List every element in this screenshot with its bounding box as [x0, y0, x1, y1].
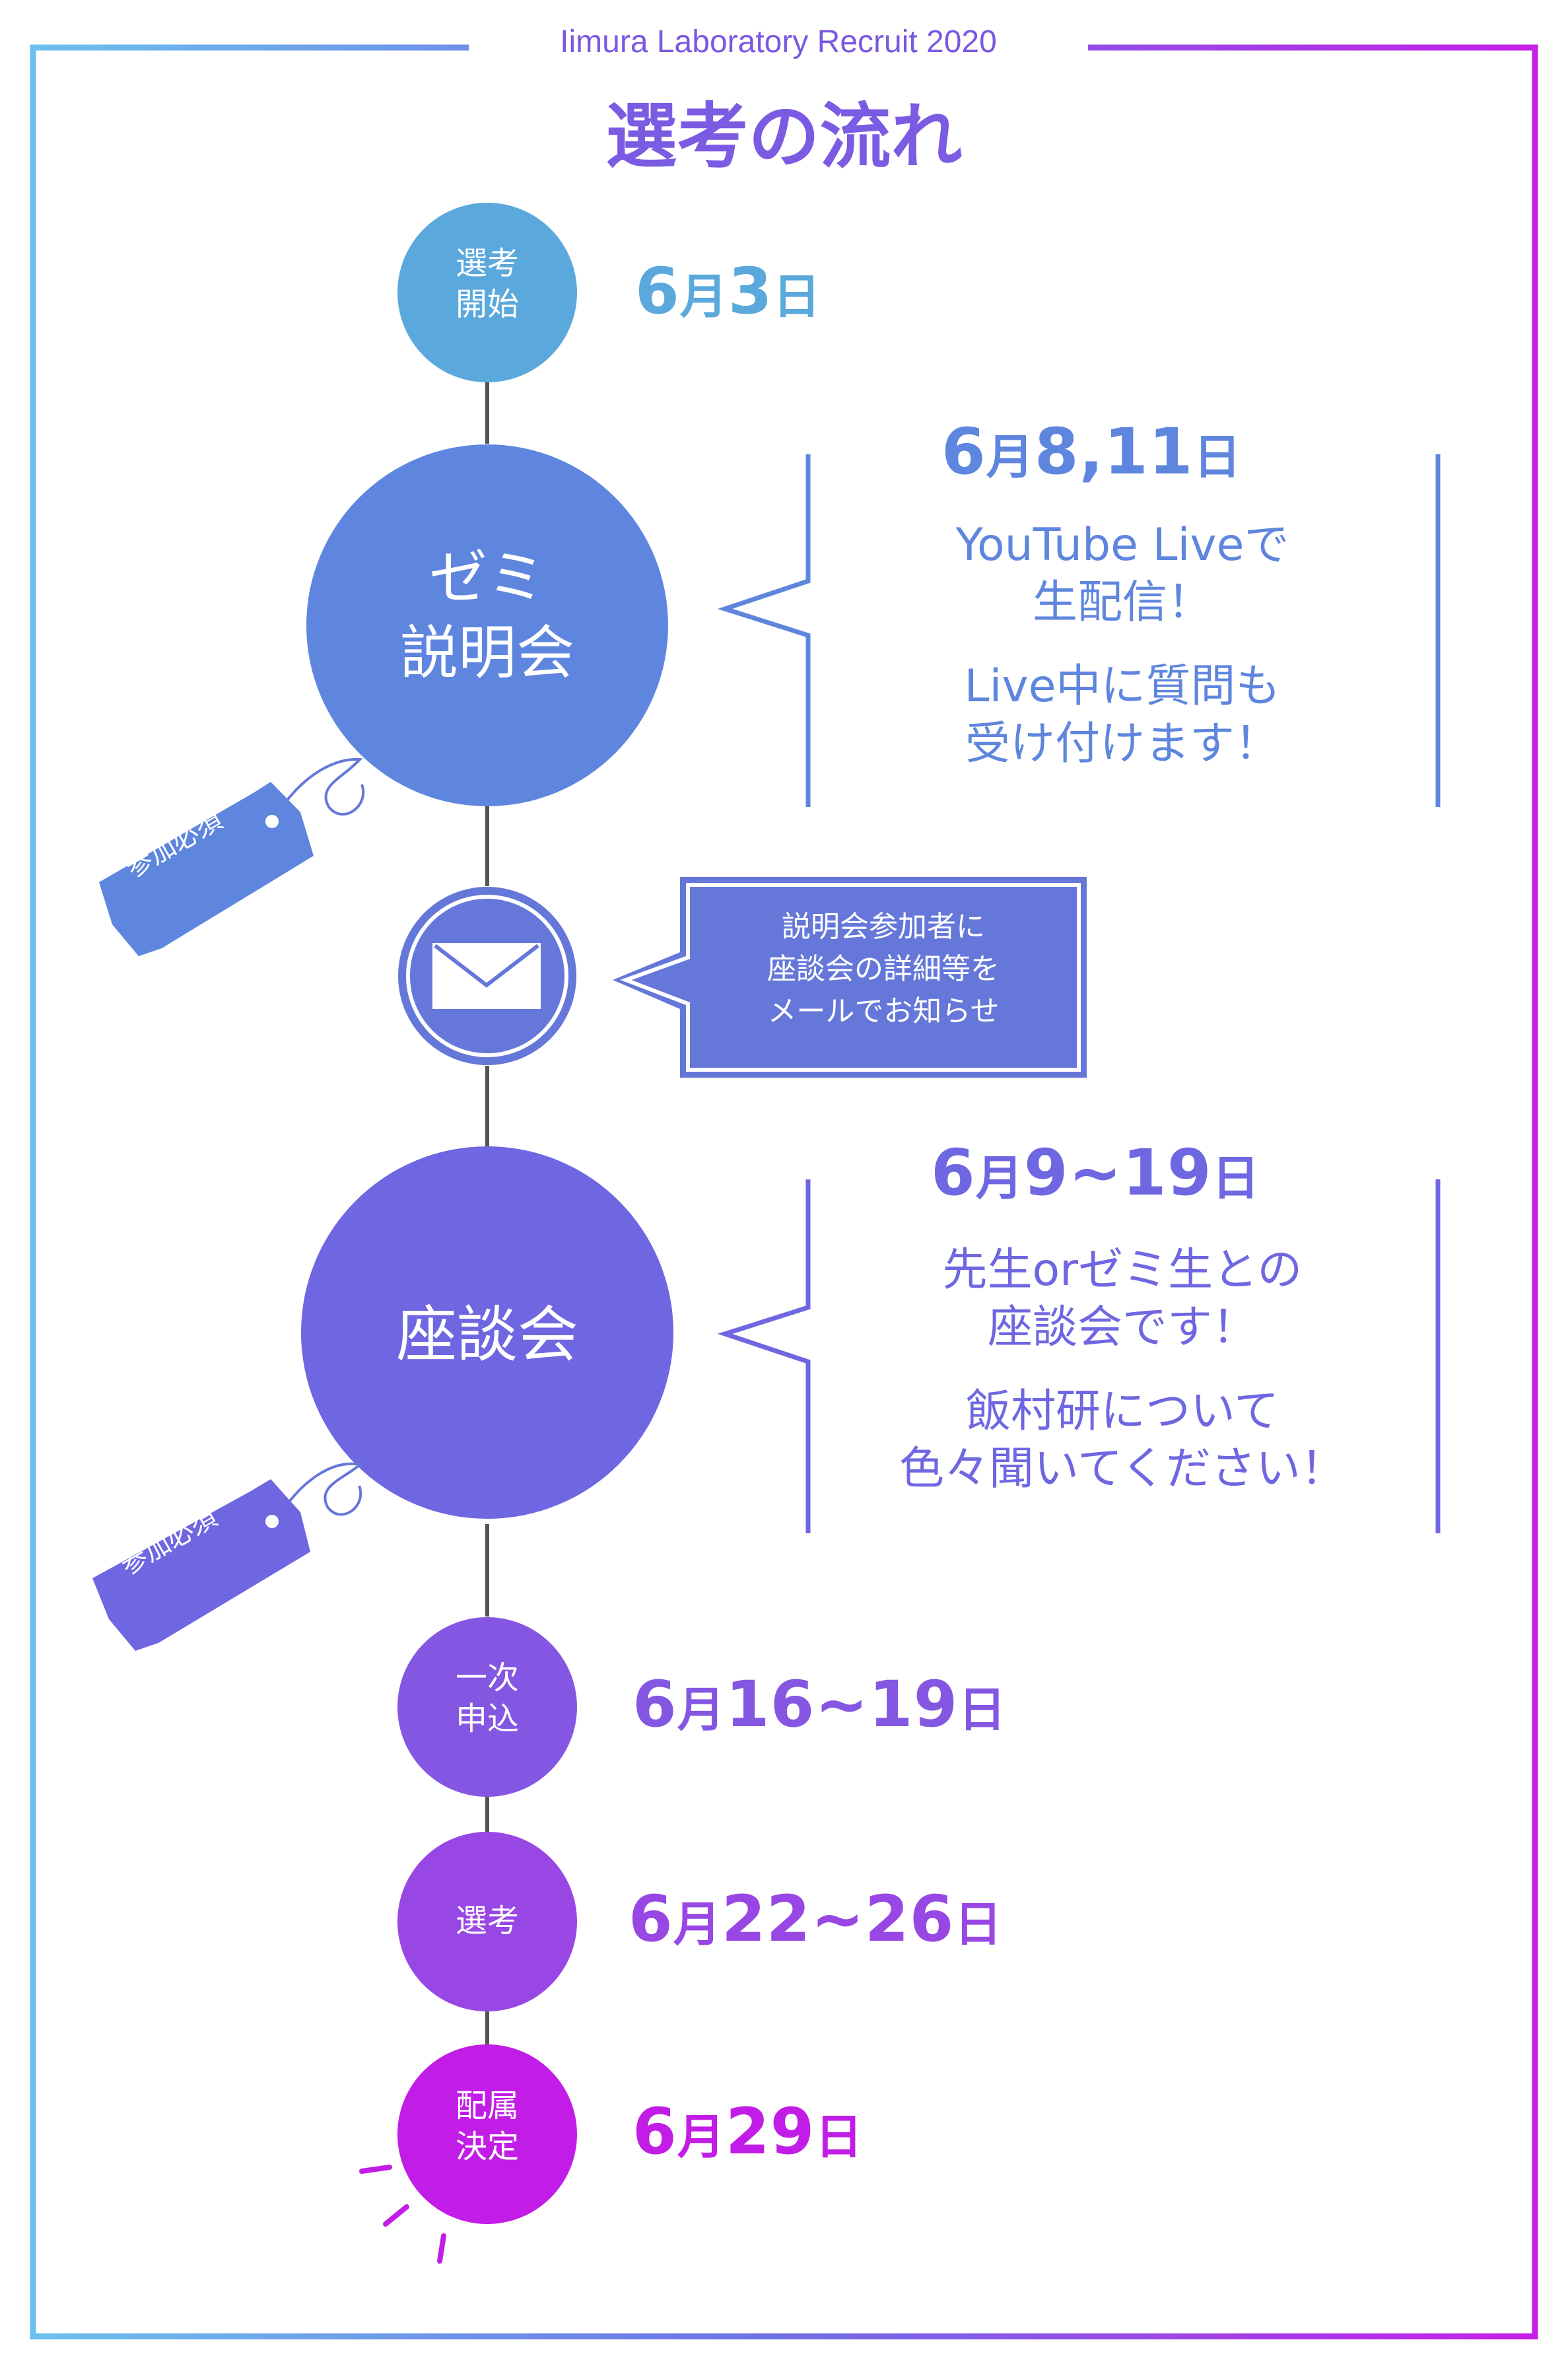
date-apply: 6月16~19日 [632, 1667, 1007, 1741]
date-assignment: 6月29日 [632, 2095, 864, 2169]
page-title: 選考の流れ [605, 96, 963, 178]
date-start: 6月3日 [635, 254, 821, 328]
date-selection: 6月22~26日 [629, 1882, 1003, 1956]
mail-callout-box [613, 877, 1087, 1078]
date-roundtable: 6月9~19日 [931, 1136, 1260, 1210]
step-label-start: 選考開始 [455, 245, 519, 324]
step-circle-assignment [397, 2044, 577, 2224]
desc-roundtable: 先生orゼミ生との 座談会です！ 飯村研について 色々聞いてください！ [899, 1244, 1346, 1496]
required-tag-roundtable [92, 1462, 363, 1651]
briefing-bracket [717, 454, 1441, 807]
envelope-icon [432, 943, 541, 1009]
mail-callout-text: 説明会参加者に 座談会の詳細等を メールでお知らせ [767, 910, 1000, 1028]
step-label-assignment: 配属決定 [455, 2087, 519, 2166]
step-circle-briefing [306, 444, 668, 806]
step-label-briefing: ゼミ説明会 [399, 543, 574, 687]
step-circle-roundtable [301, 1146, 673, 1519]
page-subtitle: Iimura Laboratory Recruit 2020 [560, 24, 997, 59]
step-label-roundtable: 座談会 [395, 1300, 578, 1370]
step-circle-start [397, 203, 577, 382]
sparkle-lines [359, 2165, 446, 2264]
step-circle-apply [397, 1617, 577, 1797]
roundtable-bracket [717, 1179, 1441, 1533]
step-label-apply: 一次申込 [455, 1659, 519, 1738]
required-tag-briefing [99, 757, 365, 956]
step-circle-selection [397, 1832, 577, 2011]
mail-step [398, 887, 576, 1065]
desc-briefing: YouTube Liveで 生配信！ Live中に質問も 受け付けます！ [955, 519, 1289, 771]
step-label-selection: 選考 [455, 1902, 519, 1939]
page-border [30, 44, 1538, 2340]
date-briefing: 6月8,11日 [941, 415, 1242, 489]
